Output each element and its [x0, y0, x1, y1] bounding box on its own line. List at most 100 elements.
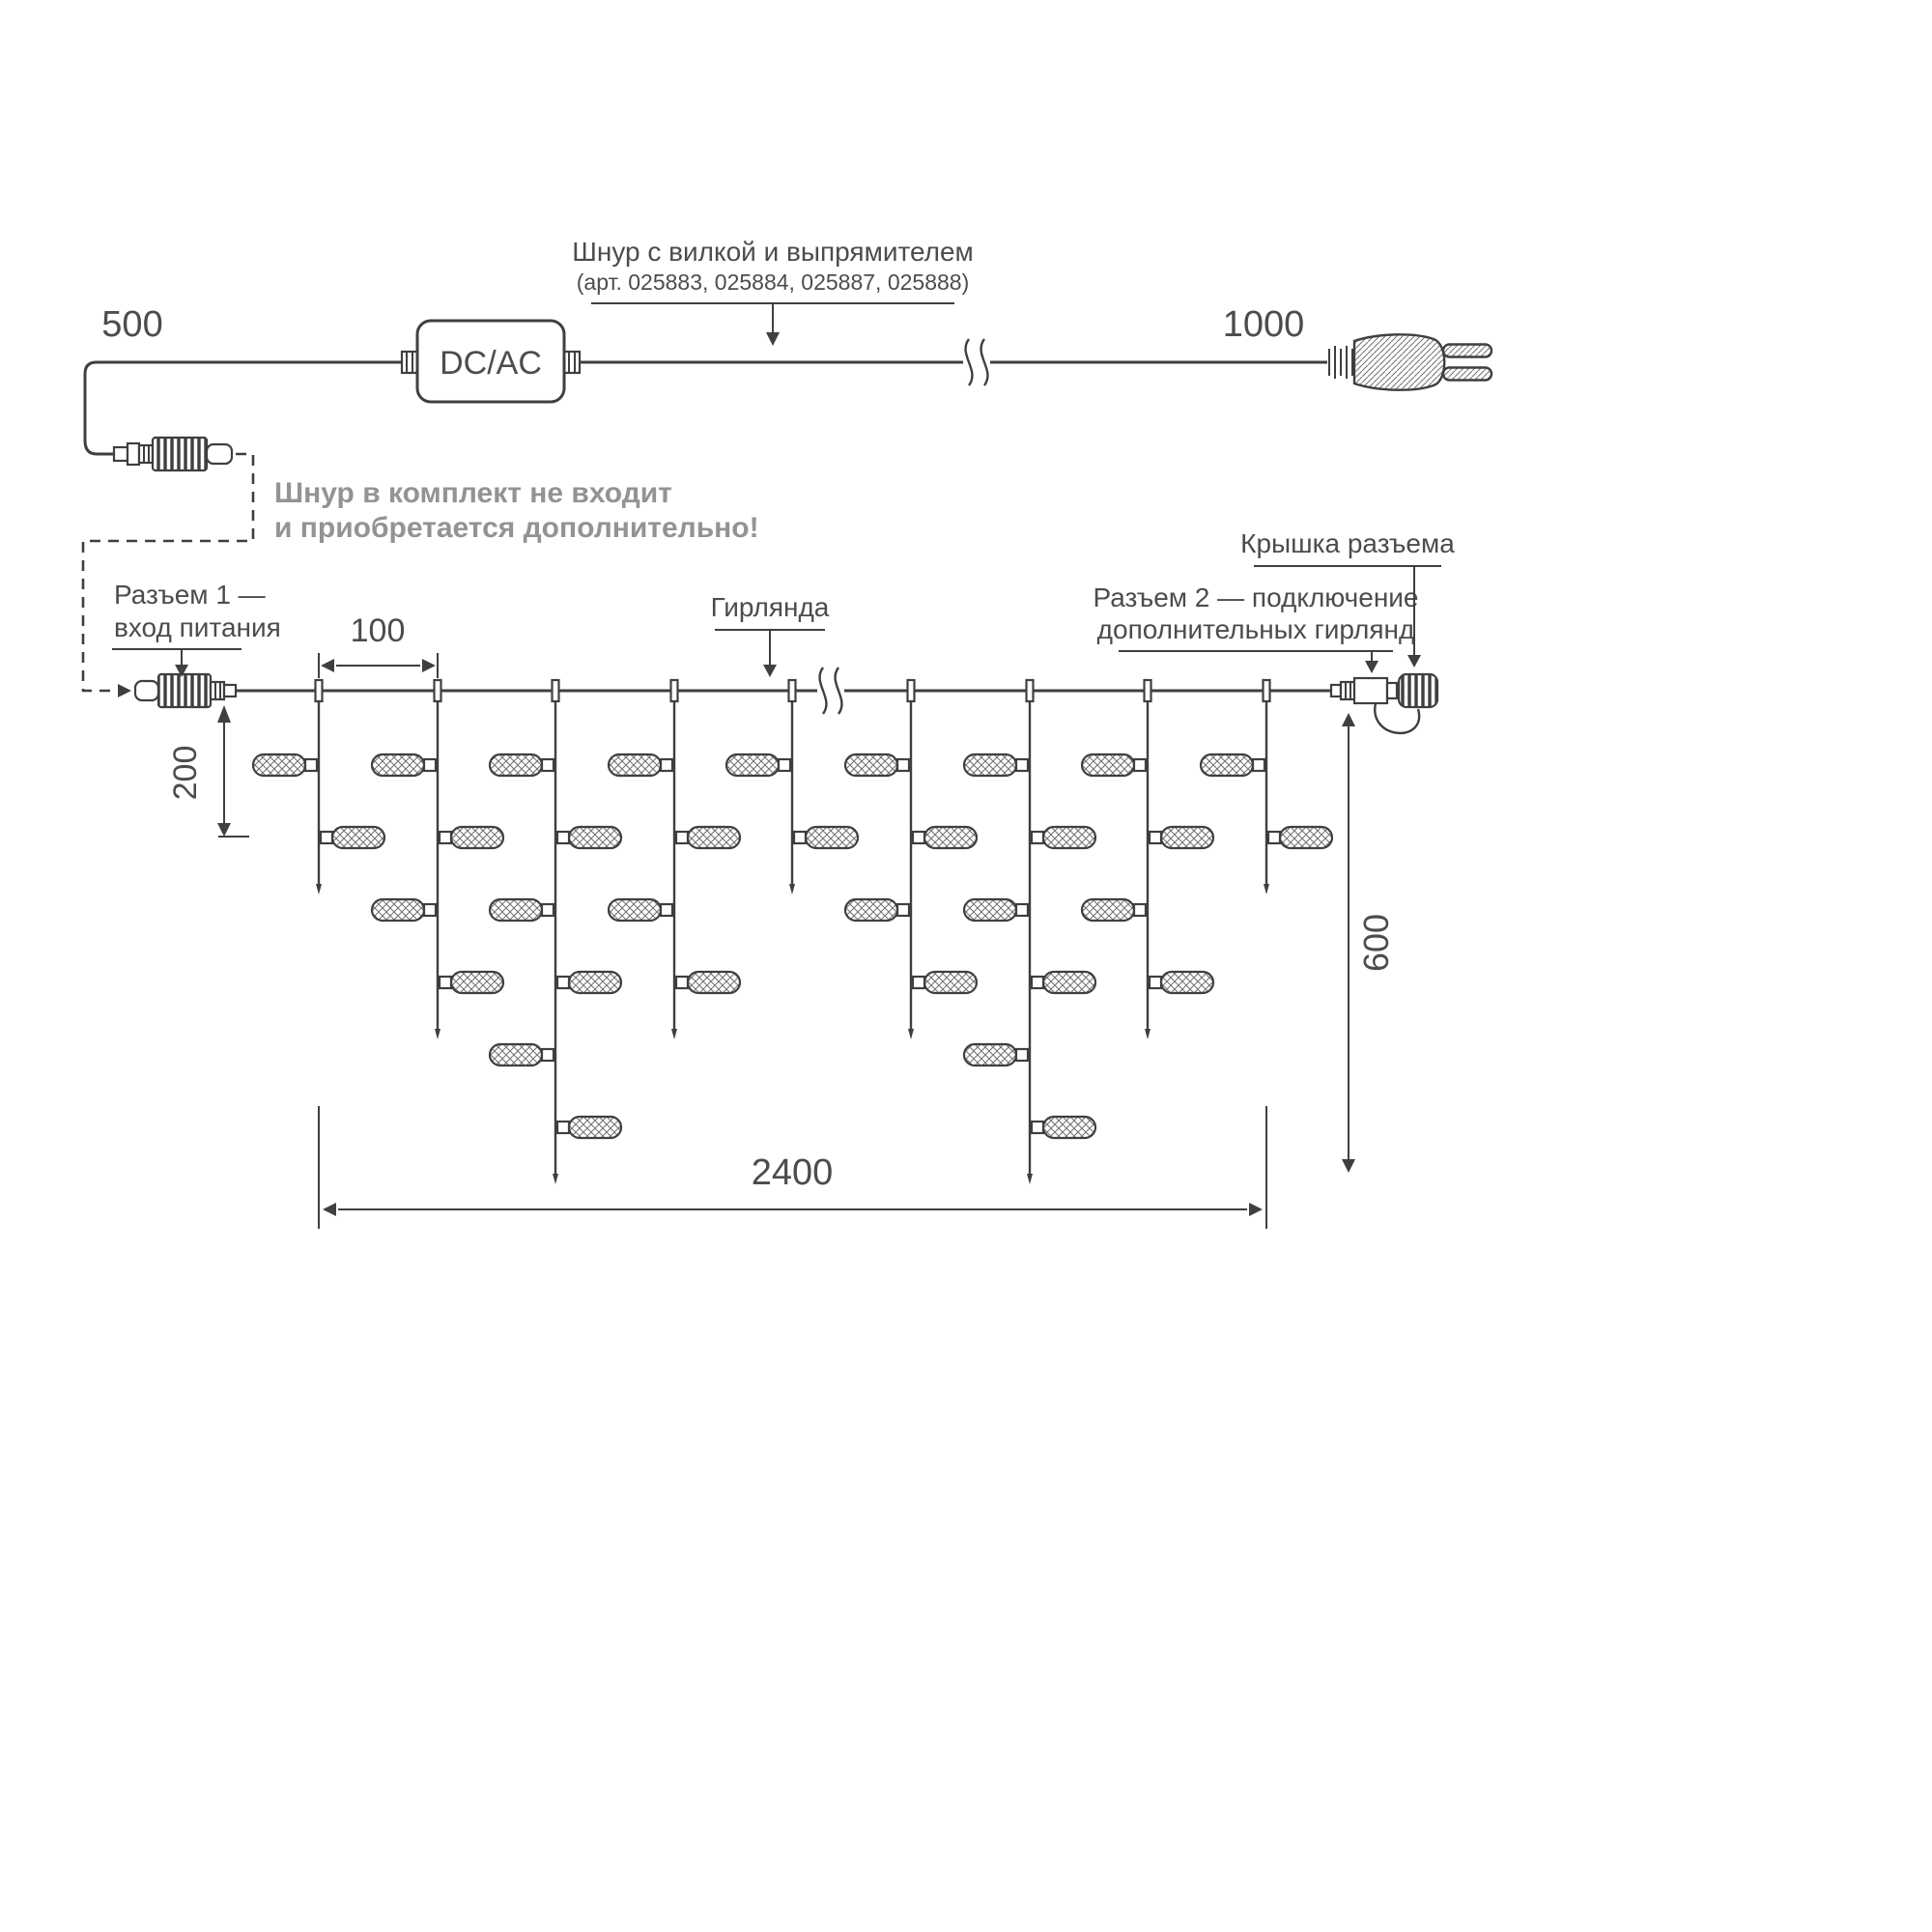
connector-segment: [126, 441, 141, 467]
arrow-right-icon: [1249, 1203, 1263, 1216]
dashed-connection-path: [81, 452, 255, 697]
bulb-base: [438, 830, 453, 845]
connector-threaded-cap: [151, 436, 209, 472]
bulb-base: [303, 757, 319, 773]
led-bulb: [567, 970, 623, 995]
dim-200-label: 200: [167, 746, 204, 801]
dashed-wire: [81, 452, 255, 693]
garland-drop: [962, 678, 1097, 1184]
cord-output-connector: [112, 436, 234, 472]
converter-nub-right: [562, 350, 582, 375]
arrow-down-icon: [1342, 1159, 1355, 1173]
bulb-base: [1014, 757, 1030, 773]
bulb-base: [555, 830, 571, 845]
bulb-base: [555, 975, 571, 990]
mains-plug: [1328, 333, 1493, 391]
garland-drop: [724, 678, 860, 895]
bulb-base: [1132, 902, 1148, 918]
led-bulb: [962, 753, 1018, 778]
led-bulb: [1080, 753, 1136, 778]
garland-drop: [1080, 678, 1215, 1039]
garland-drop: [370, 678, 505, 1039]
connector-nose: [133, 679, 160, 702]
garland-drop: [607, 678, 742, 1039]
connector-rib-lines: [143, 445, 150, 463]
led-bulb: [370, 897, 426, 923]
drop-tip: [1145, 1029, 1151, 1039]
drop-tip: [435, 1029, 440, 1039]
arrow-left-icon: [321, 659, 334, 672]
bulb-base: [1030, 830, 1045, 845]
led-bulb: [1159, 970, 1215, 995]
connector-segment: [222, 683, 238, 698]
bulb-base: [674, 975, 690, 990]
connector-ribs: [1339, 680, 1356, 701]
led-bulb: [607, 897, 663, 923]
drop-clip: [433, 678, 442, 703]
bulb-base: [438, 975, 453, 990]
dim-2400-label: 2400: [752, 1152, 834, 1193]
wire-break-symbol: [964, 338, 989, 386]
not-included-note: Шнур в комплект не входит и приобретаетс…: [274, 477, 759, 544]
drop-clip: [1262, 678, 1271, 703]
drop-clip: [1143, 678, 1152, 703]
bulb-base: [319, 830, 334, 845]
arrow-down-icon: [763, 665, 777, 677]
converter-nub-left: [400, 350, 419, 375]
break-curve: [834, 667, 843, 715]
converter-nub-left-lines: [406, 352, 413, 373]
led-bulb: [1080, 897, 1136, 923]
led-bulb: [567, 825, 623, 850]
led-bulb: [843, 753, 899, 778]
dim-600-group: 600: [1342, 713, 1396, 1173]
cord-wire-left: [83, 360, 417, 456]
led-bulb: [724, 753, 781, 778]
arrow-left-icon: [323, 1203, 336, 1216]
bulb-base: [895, 757, 911, 773]
led-bulb: [488, 1042, 544, 1067]
connector-ribs: [137, 443, 155, 465]
cord-articles: (арт. 025883, 025884, 025887, 025888): [577, 270, 970, 295]
arrow-down-icon: [1407, 655, 1421, 668]
connector-body: [1352, 676, 1389, 705]
bulb-base: [659, 902, 674, 918]
garland-connector-2: [1329, 672, 1439, 734]
connector2-label-line2: дополнительных гирлянд: [1097, 614, 1415, 644]
garland-drops: [251, 678, 1334, 1184]
connector1-label-line2: вход питания: [114, 612, 281, 642]
plug-body: [1352, 333, 1446, 391]
break-curve: [980, 338, 989, 386]
led-bulb: [843, 897, 899, 923]
led-bulb: [1278, 825, 1334, 850]
connector2-label-line1: Разъем 2 — подключение: [1093, 582, 1418, 612]
converter-nub-right-lines: [568, 352, 576, 373]
dim-100-label: 100: [351, 612, 406, 649]
led-bulb: [686, 970, 742, 995]
drop-tip: [671, 1029, 677, 1039]
connector-threaded-cap: [156, 672, 213, 709]
connector-nose: [205, 442, 234, 466]
bulb-base: [911, 975, 926, 990]
wire-break-symbol: [818, 667, 843, 715]
arrow-up-icon: [217, 705, 231, 723]
led-bulb: [923, 970, 979, 995]
connector1-label-line1: Разъем 1 —: [114, 580, 266, 610]
led-bulb: [607, 753, 663, 778]
drop-tip: [316, 884, 322, 895]
led-bulb: [251, 753, 307, 778]
led-bulb: [962, 897, 1018, 923]
connector-neck: [1385, 681, 1399, 700]
cap-label: Крышка разъема: [1240, 528, 1455, 558]
bulb-base: [1132, 757, 1148, 773]
plug-prong: [1441, 366, 1493, 382]
garland-drop: [251, 678, 386, 895]
led-bulb: [1041, 1115, 1097, 1140]
bulb-base: [540, 757, 555, 773]
bulb-base: [792, 830, 808, 845]
bulb-base: [1014, 902, 1030, 918]
connector-rib-lines: [214, 682, 221, 699]
drop-clip: [787, 678, 797, 703]
led-bulb: [488, 753, 544, 778]
bulb-base: [422, 902, 438, 918]
connector2-label-group: Разъем 2 — подключение дополнительных ги…: [1093, 582, 1419, 673]
